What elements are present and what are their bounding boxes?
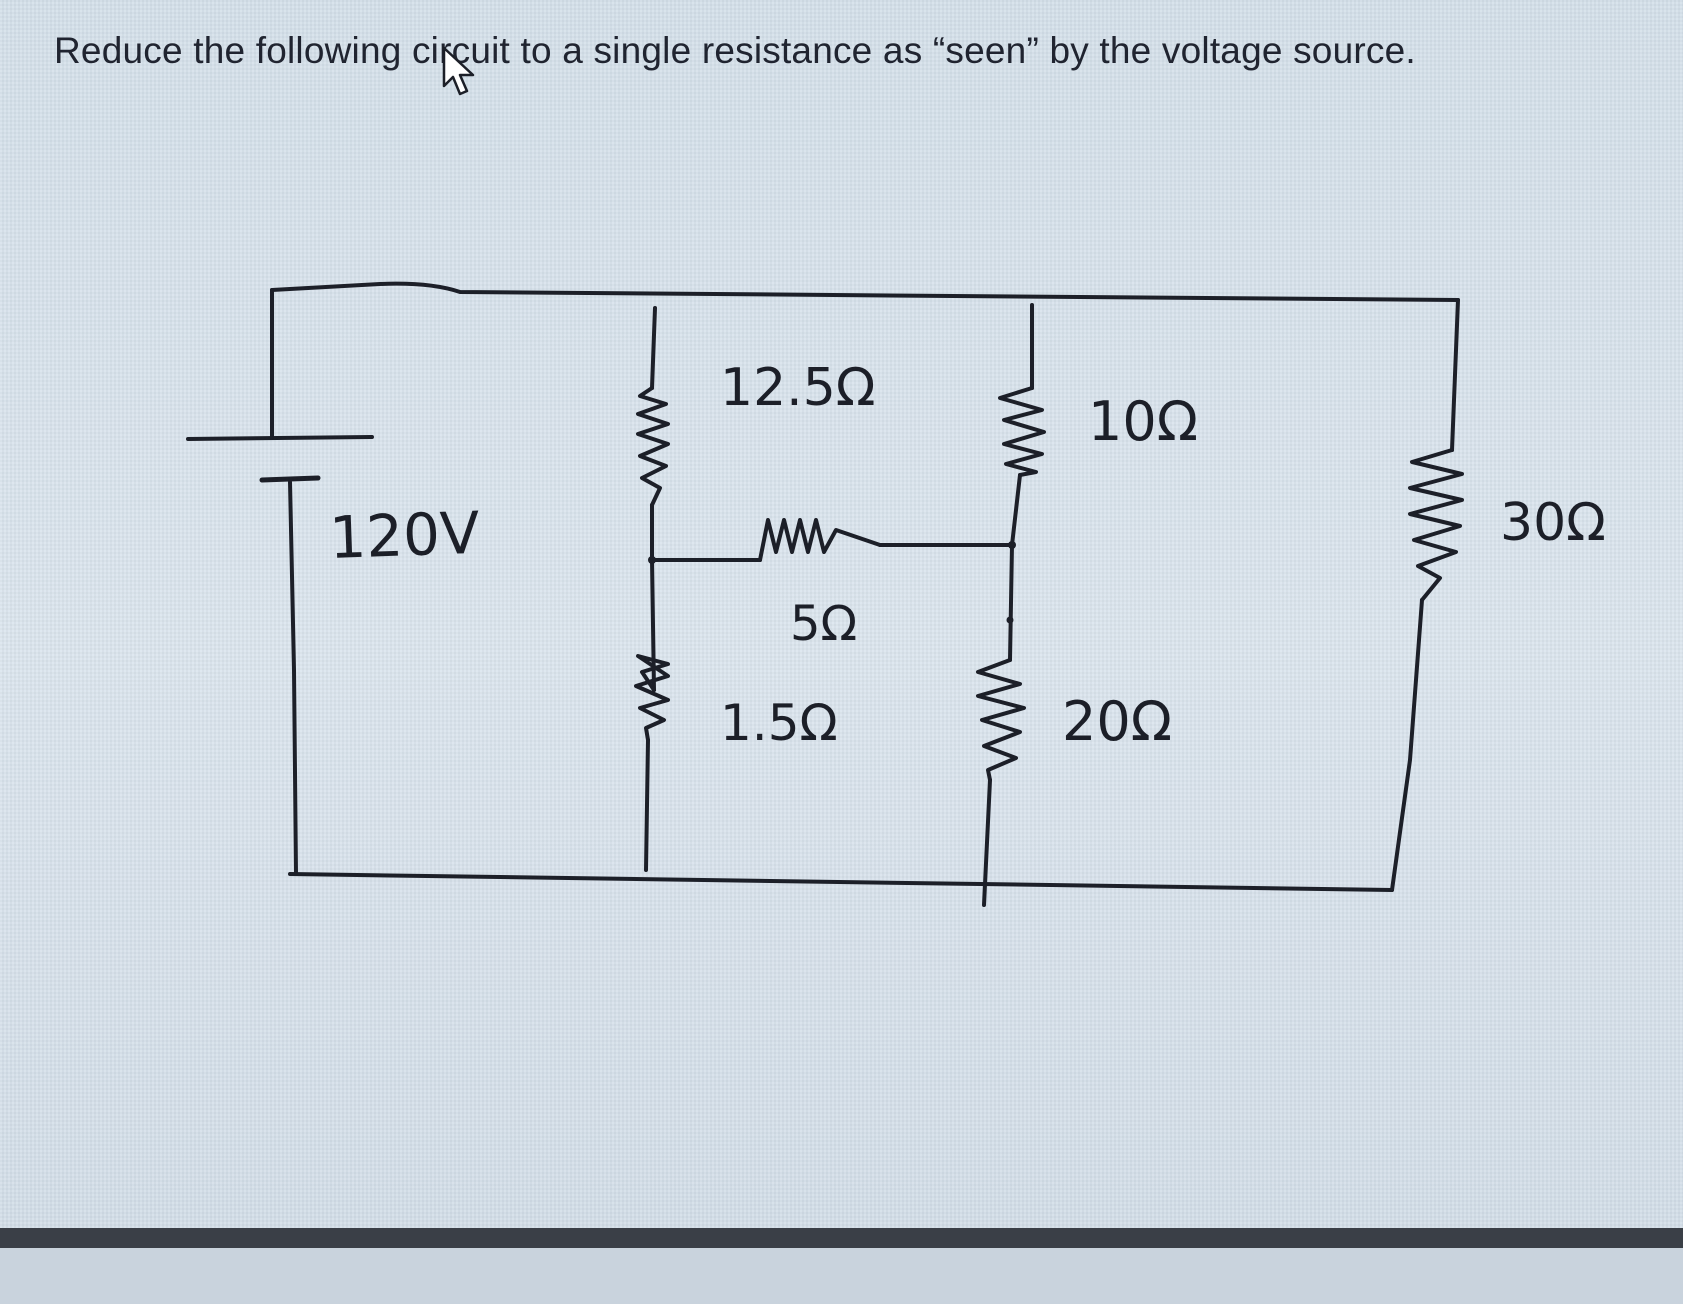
bottom-strip	[0, 1248, 1683, 1304]
top-wire	[270, 281, 1460, 302]
mouse-pointer-icon	[442, 46, 475, 96]
bottom-bar	[0, 1228, 1683, 1248]
resistor-bottom-mid	[976, 658, 1026, 782]
resistor-right	[1408, 448, 1464, 602]
resistor-top-mid	[998, 386, 1046, 477]
battery-long-plate	[186, 435, 374, 441]
right-wire-lower	[1390, 598, 1424, 892]
resistor-bottom-left	[634, 654, 670, 742]
mid-branch-mid	[1008, 473, 1022, 662]
resistor-top-left	[636, 386, 670, 507]
battery-short-plate	[259, 475, 321, 483]
resistor-label-12-5: 12.5Ω	[720, 358, 876, 418]
mid-branch-bottom	[982, 778, 992, 907]
resistor-label-5: 5Ω	[790, 596, 857, 652]
resistor-bridge	[758, 518, 882, 562]
right-wire	[1450, 298, 1460, 452]
left-branch-top	[650, 306, 657, 390]
junction-dot	[1008, 541, 1016, 549]
resistor-label-10: 10Ω	[1088, 390, 1198, 453]
left-branch-bottom	[644, 738, 650, 872]
junction-dot	[1006, 616, 1014, 624]
junction-dot	[648, 556, 656, 564]
resistor-label-20: 20Ω	[1062, 690, 1172, 753]
resistor-label-1-5: 1.5Ω	[720, 694, 838, 752]
bottom-wire	[288, 872, 1394, 892]
source-label: 120V	[328, 499, 481, 572]
question-text: Reduce the following circuit to a single…	[54, 30, 1416, 71]
resistor-label-30: 30Ω	[1500, 493, 1606, 553]
left-bottom-wire	[288, 480, 298, 876]
